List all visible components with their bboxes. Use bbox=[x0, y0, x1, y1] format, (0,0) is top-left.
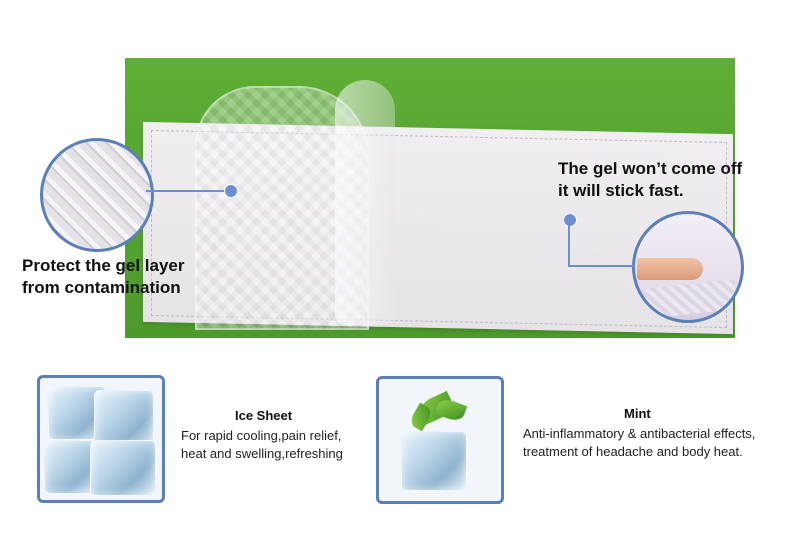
right-pointer-dot bbox=[563, 213, 577, 227]
ice-sheet-title: Ice Sheet bbox=[235, 408, 293, 423]
protective-film-curl bbox=[335, 80, 395, 325]
ice-sheet-desc-line2: heat and swelling,refreshing bbox=[181, 446, 343, 461]
product-photo bbox=[125, 58, 735, 338]
mint-ice-icon bbox=[376, 376, 504, 504]
callout-protect-line1: Protect the gel layer bbox=[22, 256, 185, 275]
left-pointer-line bbox=[146, 190, 228, 192]
callout-stick-label: The gel won’t come off it will stick fas… bbox=[558, 158, 742, 202]
mint-desc-line2: treatment of headache and body heat. bbox=[523, 444, 743, 459]
mint-title: Mint bbox=[624, 406, 651, 421]
ice-cubes-icon bbox=[37, 375, 165, 503]
callout-stick-line2: it will stick fast. bbox=[558, 181, 684, 200]
callout-protect-label: Protect the gel layer from contamination bbox=[22, 255, 185, 299]
finger-press-zoom bbox=[632, 211, 744, 323]
finger-image bbox=[637, 258, 703, 280]
ice-sheet-desc-line1: For rapid cooling,pain relief, bbox=[181, 428, 342, 443]
film-texture-zoom bbox=[40, 138, 154, 252]
callout-protect-line2: from contamination bbox=[22, 278, 181, 297]
right-pointer-line-vertical bbox=[568, 224, 570, 266]
ice-sheet-description: For rapid cooling,pain relief, heat and … bbox=[181, 427, 343, 463]
mint-description: Anti-inflammatory & antibacterial effect… bbox=[523, 425, 755, 461]
left-pointer-dot bbox=[224, 184, 238, 198]
callout-stick-line1: The gel won’t come off bbox=[558, 159, 743, 178]
mint-desc-line1: Anti-inflammatory & antibacterial effect… bbox=[523, 426, 756, 441]
right-pointer-line-horizontal bbox=[568, 265, 634, 267]
